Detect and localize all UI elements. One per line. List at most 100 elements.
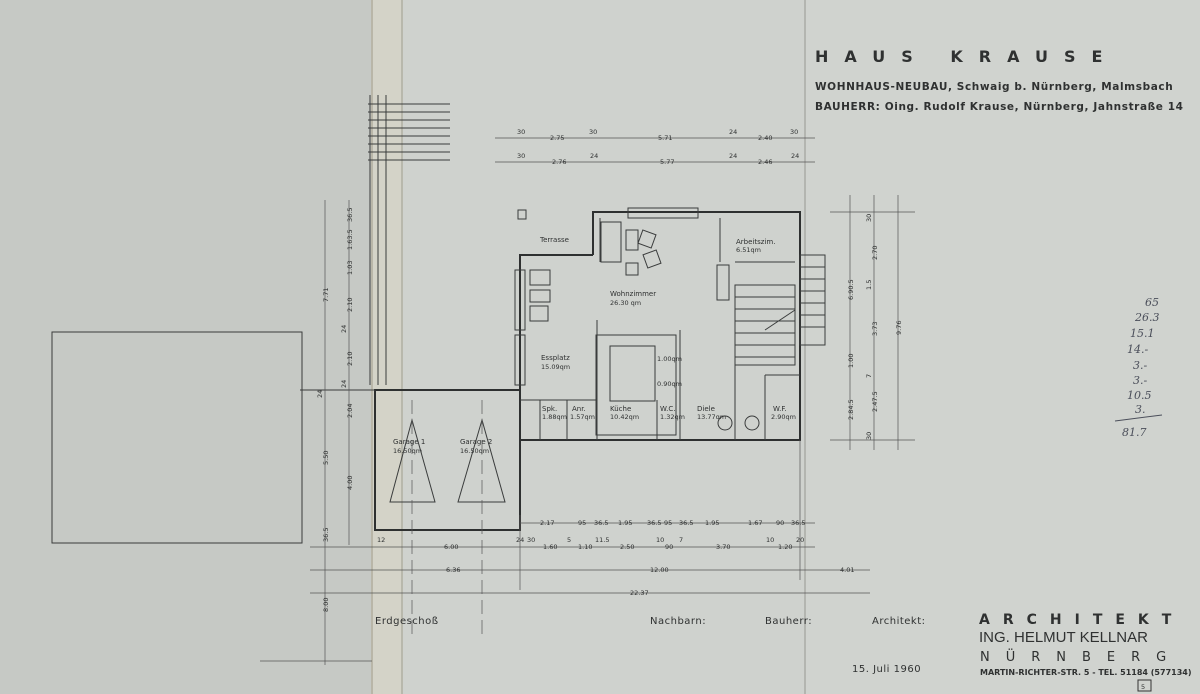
svg-text:24: 24 bbox=[340, 325, 348, 333]
svg-text:95: 95 bbox=[664, 519, 672, 527]
svg-text:30: 30 bbox=[527, 536, 535, 544]
svg-text:3.-: 3.- bbox=[1133, 374, 1147, 387]
svg-text:W.C.: W.C. bbox=[660, 405, 675, 413]
plan-date: 15. Juli 1960 bbox=[852, 664, 921, 675]
svg-text:24: 24 bbox=[729, 128, 737, 136]
floor-label: Erdgeschoß bbox=[375, 616, 439, 627]
svg-text:4.00: 4.00 bbox=[346, 476, 354, 490]
svg-text:5.50: 5.50 bbox=[322, 451, 330, 465]
garage bbox=[300, 389, 521, 640]
svg-text:20: 20 bbox=[796, 536, 804, 544]
svg-text:10: 10 bbox=[656, 536, 664, 544]
svg-text:2.75: 2.75 bbox=[550, 134, 564, 142]
svg-text:1.88qm: 1.88qm bbox=[542, 413, 567, 421]
dimension-right: 6.90.5 1.00 2.84.5 30 2.70 1.5 3.73 7 2.… bbox=[830, 195, 915, 450]
svg-text:6.90.5: 6.90.5 bbox=[847, 279, 855, 300]
svg-text:12.00: 12.00 bbox=[650, 566, 669, 574]
svg-text:6.36: 6.36 bbox=[446, 566, 460, 574]
svg-text:1.63.5: 1.63.5 bbox=[346, 229, 354, 250]
svg-text:36.5: 36.5 bbox=[647, 519, 661, 527]
svg-text:2.04: 2.04 bbox=[346, 404, 354, 418]
sheet-number: 5 bbox=[1141, 683, 1145, 691]
paper-middle-panel bbox=[402, 0, 805, 694]
exterior-steps bbox=[368, 95, 450, 385]
svg-text:24: 24 bbox=[791, 152, 799, 160]
architect-signature-label: Architekt: bbox=[872, 616, 926, 627]
svg-text:1.60: 1.60 bbox=[543, 543, 557, 551]
svg-text:5.71: 5.71 bbox=[658, 134, 672, 142]
svg-text:36.5: 36.5 bbox=[322, 528, 330, 542]
svg-text:2.46: 2.46 bbox=[758, 158, 772, 166]
paper-fold-strip bbox=[372, 0, 402, 694]
svg-text:7: 7 bbox=[679, 536, 683, 544]
svg-text:30: 30 bbox=[517, 152, 525, 160]
svg-text:7.71: 7.71 bbox=[322, 288, 330, 302]
svg-text:24: 24 bbox=[590, 152, 598, 160]
svg-text:1.20: 1.20 bbox=[778, 543, 792, 551]
svg-text:Terrasse: Terrasse bbox=[539, 236, 569, 244]
architect-stamp: ARCHITEKT ING. HELMUT KELLNAR NÜRNBERG M… bbox=[979, 612, 1192, 692]
room-labels: Terrasse Arbeitszim. 6.51qm Wohnzimmer 2… bbox=[539, 236, 796, 421]
svg-text:11.5: 11.5 bbox=[595, 536, 609, 544]
owner-signature-label: Bauherr: bbox=[765, 616, 812, 627]
svg-text:1.03: 1.03 bbox=[346, 261, 354, 275]
room-area-garage-2: 16.50qm bbox=[460, 447, 489, 455]
paper-left-panel bbox=[0, 0, 372, 694]
svg-text:5: 5 bbox=[567, 536, 571, 544]
svg-text:36.5: 36.5 bbox=[594, 519, 608, 527]
svg-text:10: 10 bbox=[766, 536, 774, 544]
svg-text:30: 30 bbox=[790, 128, 798, 136]
room-label-garage-2: Garage 2 bbox=[460, 438, 492, 446]
svg-text:1.95: 1.95 bbox=[705, 519, 719, 527]
svg-text:1.32qm: 1.32qm bbox=[660, 413, 685, 421]
room-label-garage-1: Garage 1 bbox=[393, 438, 425, 446]
svg-text:2.84.5: 2.84.5 bbox=[847, 399, 855, 420]
svg-text:24: 24 bbox=[340, 380, 348, 388]
client-line: BAUHERR: Oing. Rudolf Krause, Nürnberg, … bbox=[815, 101, 1184, 113]
svg-text:30: 30 bbox=[865, 214, 873, 222]
svg-text:9.76: 9.76 bbox=[895, 321, 903, 335]
svg-text:90: 90 bbox=[776, 519, 784, 527]
svg-text:65: 65 bbox=[1145, 296, 1159, 309]
svg-text:W.F.: W.F. bbox=[773, 405, 786, 413]
project-description: WOHNHAUS-NEUBAU, Schwaig b. Nürnberg, Ma… bbox=[815, 81, 1173, 93]
svg-text:2.76: 2.76 bbox=[552, 158, 566, 166]
svg-text:8.00: 8.00 bbox=[322, 598, 330, 612]
svg-text:ING. HELMUT KELLNAR: ING. HELMUT KELLNAR bbox=[979, 629, 1148, 646]
svg-text:6.51qm: 6.51qm bbox=[736, 246, 761, 254]
dimension-bottom: 2.17 95 36.5 1.95 36.5 95 36.5 1.95 1.67… bbox=[310, 440, 870, 597]
svg-text:3.73: 3.73 bbox=[871, 322, 879, 336]
svg-text:24: 24 bbox=[316, 390, 324, 398]
svg-text:1.00: 1.00 bbox=[847, 354, 855, 368]
svg-text:3.-: 3.- bbox=[1133, 359, 1147, 372]
svg-text:15.09qm: 15.09qm bbox=[541, 363, 570, 371]
svg-text:22.37: 22.37 bbox=[630, 589, 649, 597]
svg-text:2.40: 2.40 bbox=[758, 134, 772, 142]
svg-text:30: 30 bbox=[865, 432, 873, 440]
svg-text:3.: 3. bbox=[1135, 403, 1146, 416]
svg-text:Essplatz: Essplatz bbox=[541, 354, 570, 362]
svg-text:2.70: 2.70 bbox=[871, 246, 879, 260]
svg-text:1.10: 1.10 bbox=[578, 543, 592, 551]
svg-text:2.10: 2.10 bbox=[346, 352, 354, 366]
project-title: HAUS KRAUSE bbox=[815, 47, 1118, 66]
svg-text:3.70: 3.70 bbox=[716, 543, 730, 551]
svg-text:1.67: 1.67 bbox=[748, 519, 762, 527]
svg-text:2.47.5: 2.47.5 bbox=[871, 391, 879, 412]
svg-text:MARTIN-RICHTER-STR. 5 - TEL. 5: MARTIN-RICHTER-STR. 5 - TEL. 51184 (5771… bbox=[980, 668, 1192, 677]
handwritten-calculation: 65 26.3 15.1 14.- 3.- 3.- 10.5 3. 81.7 bbox=[1114, 296, 1163, 439]
svg-text:6.00: 6.00 bbox=[444, 543, 458, 551]
svg-text:36.5: 36.5 bbox=[346, 208, 354, 222]
svg-text:10.5: 10.5 bbox=[1127, 389, 1152, 402]
car-symbol bbox=[457, 418, 506, 503]
neighbors-signature-label: Nachbarn: bbox=[650, 616, 706, 627]
svg-text:ARCHITEKT: ARCHITEKT bbox=[979, 612, 1184, 628]
svg-text:1.5: 1.5 bbox=[865, 280, 873, 290]
neighbor-building bbox=[51, 331, 303, 544]
svg-text:NÜRNBERG: NÜRNBERG bbox=[980, 648, 1182, 665]
svg-text:36.5: 36.5 bbox=[791, 519, 805, 527]
svg-text:1.00qm: 1.00qm bbox=[657, 355, 682, 363]
svg-text:26.3: 26.3 bbox=[1134, 311, 1160, 324]
svg-text:Spk.: Spk. bbox=[542, 405, 557, 413]
